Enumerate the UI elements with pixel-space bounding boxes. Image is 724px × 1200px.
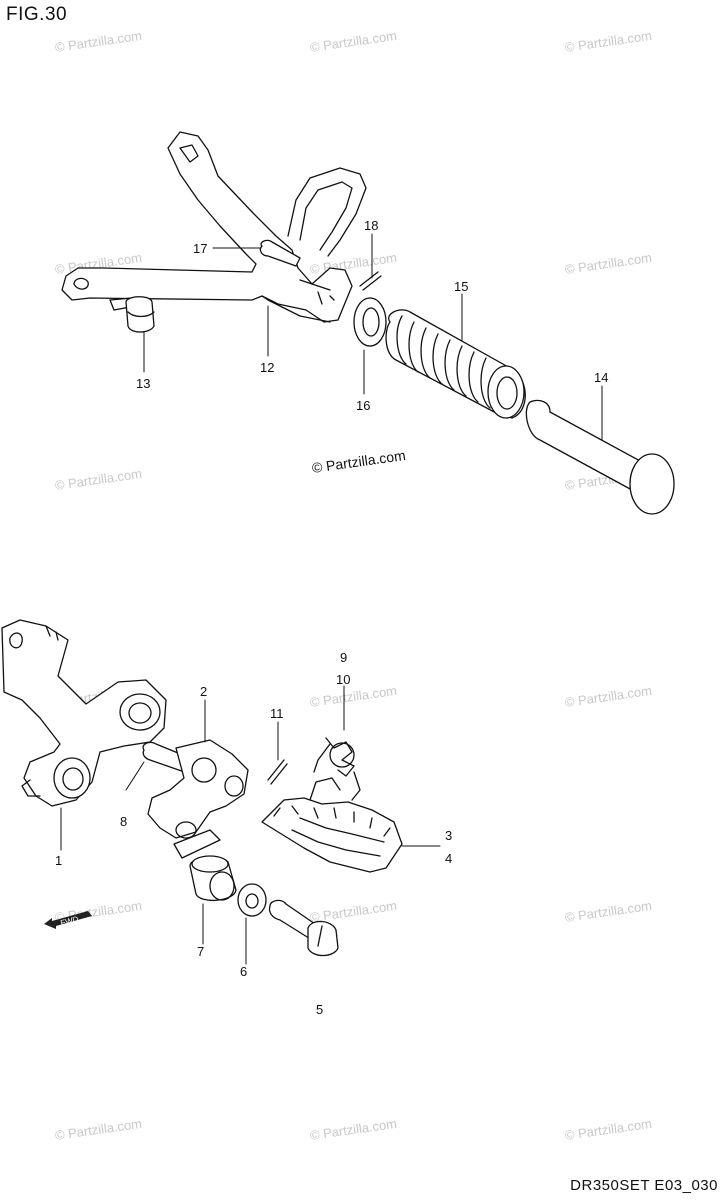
pin-part-17	[259, 239, 301, 267]
callout-9: 9	[340, 650, 348, 665]
callout-4: 4	[445, 851, 453, 866]
callout-5: 5	[316, 1002, 324, 1017]
bolt-part-5	[268, 899, 339, 957]
callout-13: 13	[136, 376, 151, 391]
footrest-bracket-part-1	[1, 619, 167, 807]
footpeg-part-3	[261, 777, 403, 873]
collar-part-7	[189, 855, 237, 901]
cotter-pin-part-11	[267, 759, 288, 785]
rubber-part-15	[385, 309, 526, 419]
diagram-code: DR350SET E03_030	[570, 1177, 718, 1194]
spring-part-10	[313, 737, 361, 801]
callout-10: 10	[336, 672, 351, 687]
fwd-label: FWD	[60, 915, 80, 928]
figure-title: FIG.30	[6, 4, 68, 25]
callout-3: 3	[445, 828, 453, 843]
clip-part-18	[359, 271, 382, 291]
footrest-bracket-part-12	[61, 131, 367, 323]
washer-part-6	[237, 883, 267, 917]
leader-lines	[60, 233, 603, 965]
washer-part-16	[353, 297, 387, 347]
pin-part-14	[525, 399, 675, 515]
bolt-part-13	[109, 296, 155, 333]
fwd-arrow-icon: FWD	[44, 911, 92, 929]
callout-7: 7	[197, 944, 205, 959]
footpeg-bracket-part-2	[147, 739, 249, 859]
callout-2: 2	[200, 684, 208, 699]
callout-1: 1	[55, 853, 63, 868]
callout-11: 11	[270, 706, 284, 721]
callout-8: 8	[120, 814, 128, 829]
callout-18: 18	[364, 218, 379, 233]
callout-16: 16	[356, 398, 371, 413]
callout-17: 17	[193, 241, 208, 256]
callout-15: 15	[454, 279, 469, 294]
callout-12: 12	[260, 360, 275, 375]
callout-14: 14	[594, 370, 609, 385]
callout-6: 6	[240, 964, 248, 979]
